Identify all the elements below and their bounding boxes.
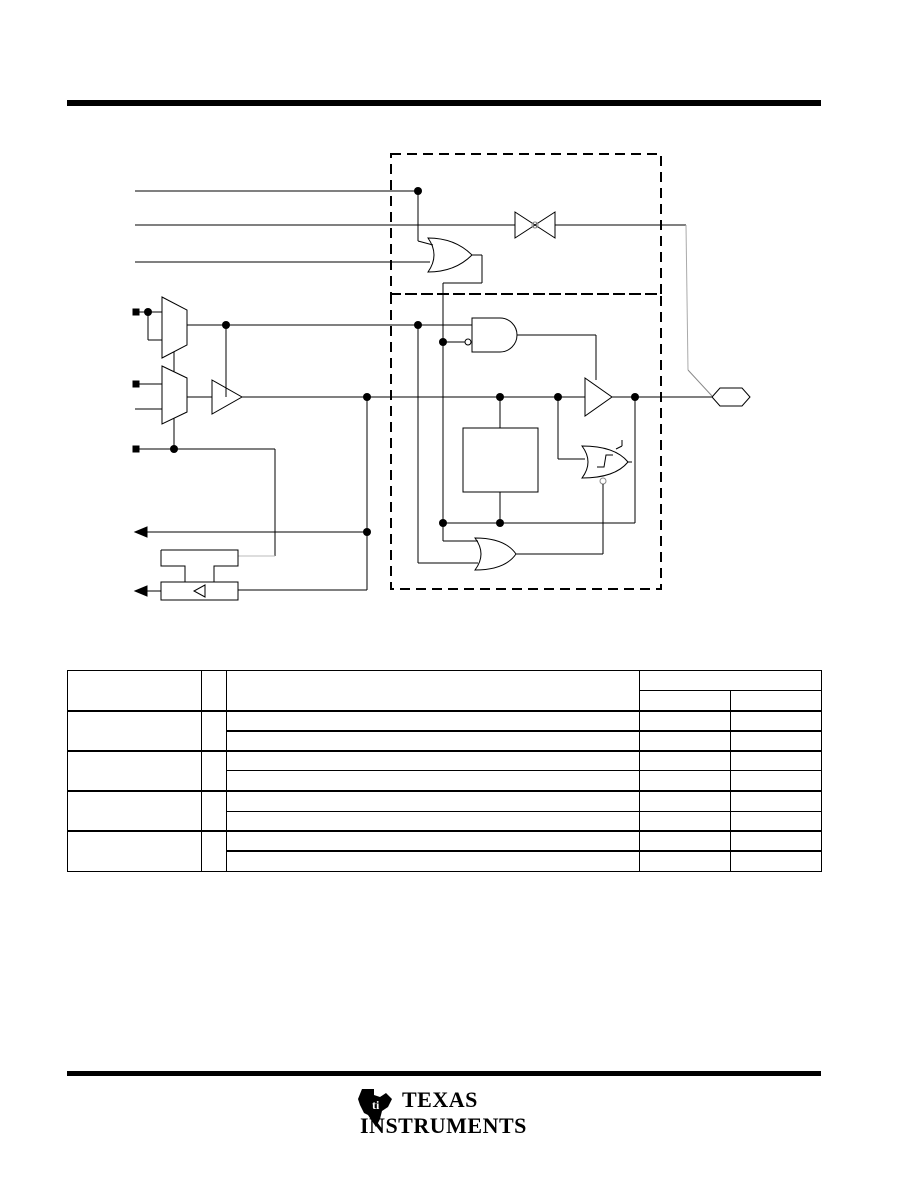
table-row (68, 729, 822, 752)
header-cell-value-1 (639, 690, 731, 712)
table-row (67, 790, 822, 832)
logic-schematic (132, 153, 751, 601)
footer-rule (67, 1071, 821, 1076)
header-rule (67, 100, 821, 106)
texas-instruments-logo: ti TEXAS INSTRUMENTS (356, 1085, 526, 1143)
schmitt-or-gate (581, 445, 629, 479)
lower-dashed-block (390, 293, 662, 590)
pin-3 (132, 445, 140, 453)
latch-top (160, 549, 239, 583)
and-gate (471, 317, 518, 353)
ti-state-icon: ti (358, 1089, 392, 1127)
input-buffer (211, 379, 244, 415)
upper-dashed-block (390, 153, 662, 295)
table-row (68, 810, 822, 832)
header-cell-value-2 (730, 690, 822, 712)
table-row (68, 850, 822, 873)
pin-1 (132, 308, 140, 316)
io-pad (711, 387, 751, 407)
logo-text-instruments: INSTRUMENTS (360, 1113, 527, 1138)
pin-2 (132, 380, 140, 388)
header-cell-number (201, 669, 227, 712)
table-row (67, 749, 822, 792)
logo-text-texas: TEXAS (402, 1087, 478, 1112)
junction-dots (144, 187, 639, 536)
table-row (67, 830, 822, 873)
transmission-gate (514, 211, 536, 239)
output-buffer (584, 377, 613, 417)
mux-1 (161, 296, 188, 359)
output-arrow-1 (133, 526, 148, 538)
or-gate-upper (427, 237, 473, 273)
latch-block (160, 581, 239, 601)
or-gate-lower (474, 537, 517, 571)
parameter-table (67, 669, 822, 873)
header-cell-values (639, 669, 822, 692)
logic-block (462, 427, 539, 493)
table-row (67, 709, 822, 752)
svg-text:ti: ti (372, 1098, 380, 1112)
header-cell-parameter (67, 669, 202, 712)
output-arrow-2 (133, 585, 148, 597)
mux-2 (161, 365, 188, 425)
header-cell-description (226, 669, 640, 712)
